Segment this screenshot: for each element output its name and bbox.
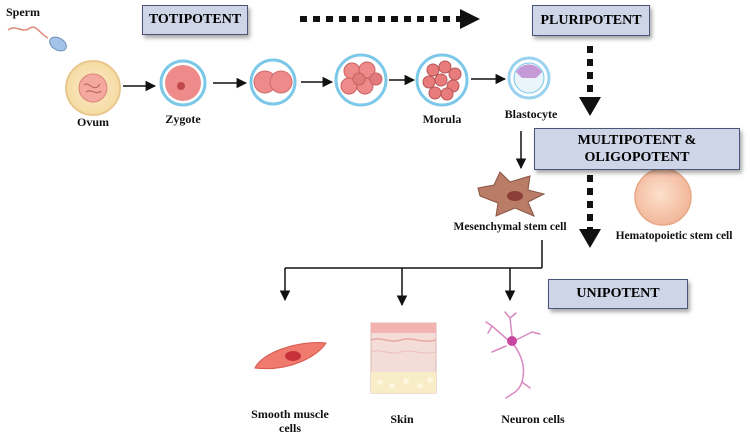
totipotent-label: TOTIPOTENT xyxy=(148,12,242,27)
development-arrows xyxy=(123,73,507,92)
mesenchymal-label: Mesenchymal stem cell xyxy=(453,221,567,233)
hematopoietic-label: Hematopoietic stem cell xyxy=(615,230,733,242)
ovum-label: Ovum xyxy=(76,115,109,129)
neuron-label: Neuron cells xyxy=(501,412,565,426)
smooth-muscle-label-line1: Smooth muscle xyxy=(251,407,329,421)
eight-cell-embryo-icon xyxy=(334,53,388,107)
multipotent-label: MULTIPOTENT & xyxy=(577,133,697,148)
hematopoietic-stem-cell-icon xyxy=(634,168,692,226)
unipotent-label: UNIPOTENT xyxy=(576,286,660,301)
smooth-muscle-label: Smooth muscle cells xyxy=(238,407,342,435)
neuron-cell-icon xyxy=(485,311,541,399)
differentiation-branches xyxy=(279,240,543,307)
mesenchymal-stem-cell-icon xyxy=(477,171,546,217)
pluripotent-label: PLURIPOTENT xyxy=(540,12,642,28)
morula-icon xyxy=(415,53,469,107)
multipotent-oligopotent-box: MULTIPOTENT & OLIGOPOTENT xyxy=(534,128,740,170)
oligopotent-label: OLIGOPOTENT xyxy=(584,150,690,165)
sperm-label: Sperm xyxy=(6,5,40,19)
skin-tissue-icon xyxy=(370,322,437,394)
two-cell-embryo-icon xyxy=(249,58,297,106)
smooth-muscle-cell-icon xyxy=(254,342,327,370)
totipotent-box: TOTIPOTENT xyxy=(142,5,248,35)
zygote-icon xyxy=(159,59,207,107)
pluripotent-box: PLURIPOTENT xyxy=(532,5,650,36)
blastocyte-icon xyxy=(507,56,551,100)
sperm-icon xyxy=(7,26,67,52)
smooth-muscle-label-line2: cells xyxy=(279,421,301,435)
skin-label: Skin xyxy=(390,412,414,426)
ovum-icon xyxy=(65,60,121,116)
morula-label: Morula xyxy=(422,112,462,126)
potency-dashed-arrows xyxy=(300,9,601,248)
unipotent-box: UNIPOTENT xyxy=(548,279,688,309)
blastocyte-label: Blastocyte xyxy=(504,107,558,121)
zygote-label: Zygote xyxy=(165,112,201,126)
